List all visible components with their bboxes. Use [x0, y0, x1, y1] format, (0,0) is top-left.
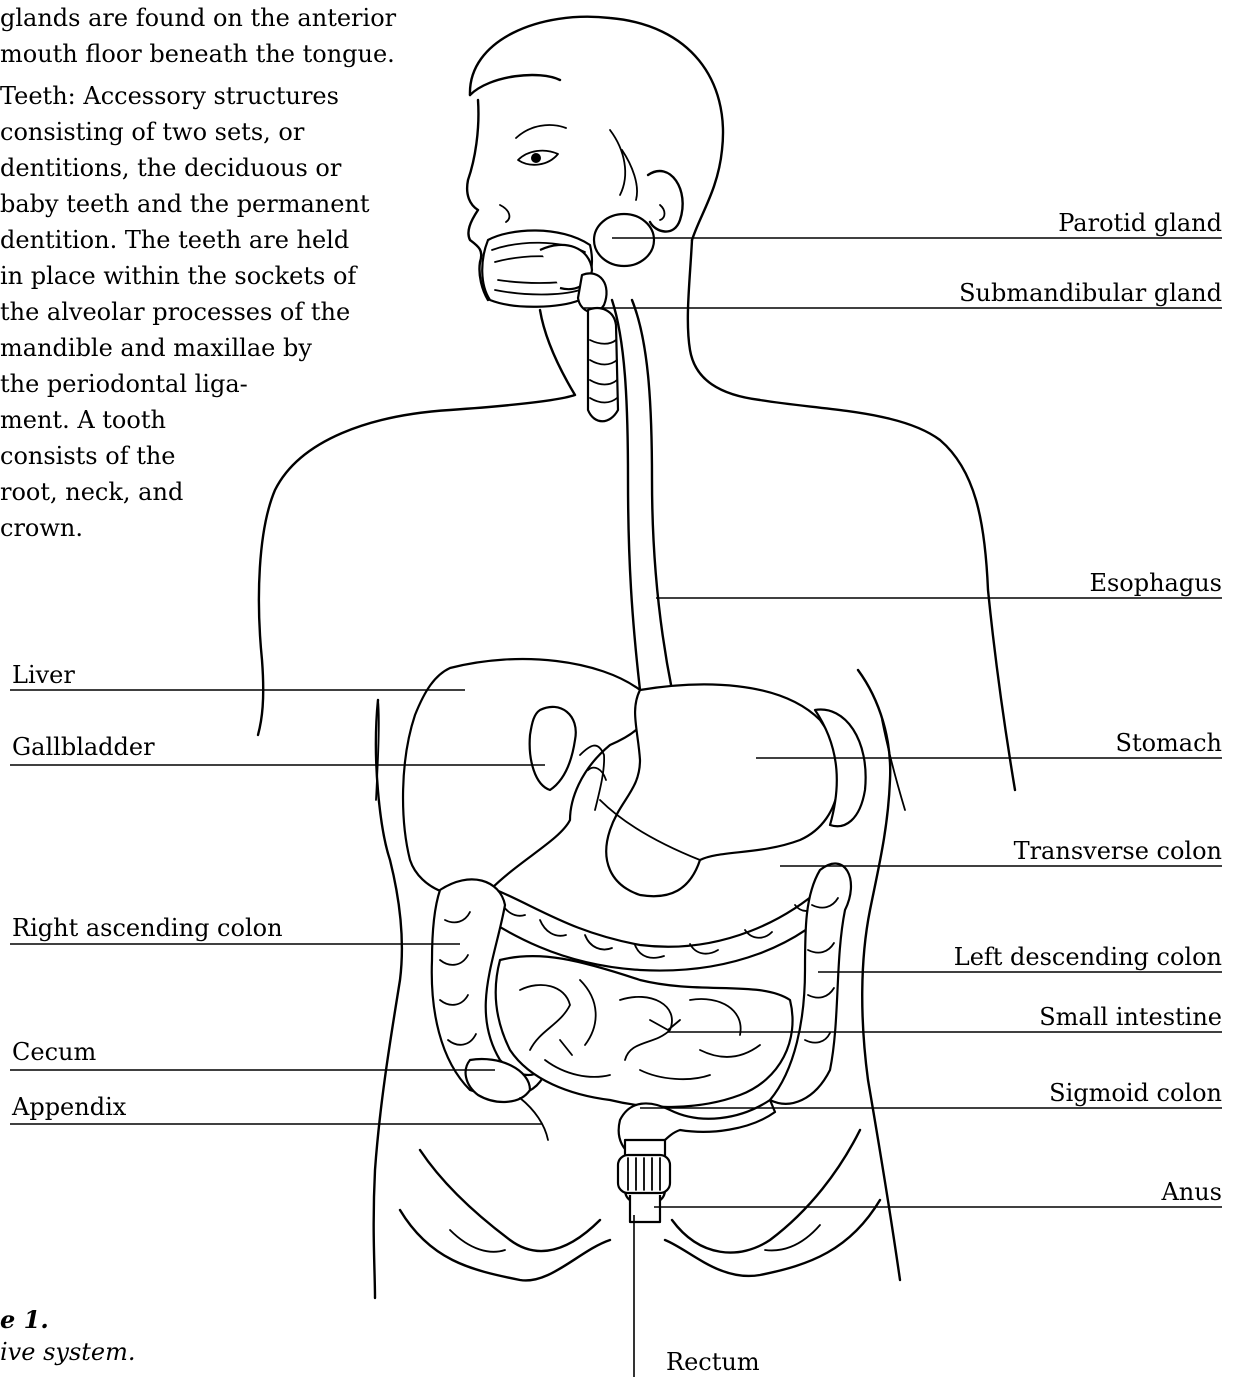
- left-descending-colon-shape: [770, 864, 851, 1104]
- cecum-shape: [466, 1059, 530, 1102]
- label-submandibular-gland: Submandibular gland: [959, 279, 1222, 307]
- esophagus-shape: [612, 300, 672, 690]
- figure-title: ive system.: [0, 1336, 136, 1368]
- label-sigmoid-colon: Sigmoid colon: [1049, 1079, 1222, 1107]
- figure-caption: e 1. ive system.: [0, 1304, 136, 1368]
- label-rectum: Rectum: [666, 1348, 760, 1376]
- label-gallbladder: Gallbladder: [12, 733, 155, 761]
- label-small-intestine: Small intestine: [1039, 1003, 1222, 1031]
- stomach-shape: [606, 684, 839, 896]
- figure-number: e 1.: [0, 1304, 136, 1336]
- oral-cavity: [482, 230, 592, 306]
- label-right-ascending-colon: Right ascending colon: [12, 914, 283, 942]
- label-liver: Liver: [12, 661, 75, 689]
- label-anus: Anus: [1160, 1178, 1222, 1206]
- label-transverse-colon: Transverse colon: [1014, 837, 1222, 865]
- parotid-gland-shape: [594, 214, 654, 266]
- label-esophagus: Esophagus: [1089, 569, 1222, 597]
- label-appendix: Appendix: [11, 1093, 127, 1121]
- appendix-shape: [520, 1098, 548, 1140]
- larynx: [588, 308, 618, 421]
- label-stomach: Stomach: [1116, 729, 1223, 757]
- label-left-descending-colon: Left descending colon: [954, 943, 1222, 971]
- label-cecum: Cecum: [12, 1038, 96, 1066]
- label-parotid-gland: Parotid gland: [1058, 209, 1222, 237]
- submandibular-gland-shape: [578, 273, 607, 312]
- rectum-shape: [618, 1140, 670, 1222]
